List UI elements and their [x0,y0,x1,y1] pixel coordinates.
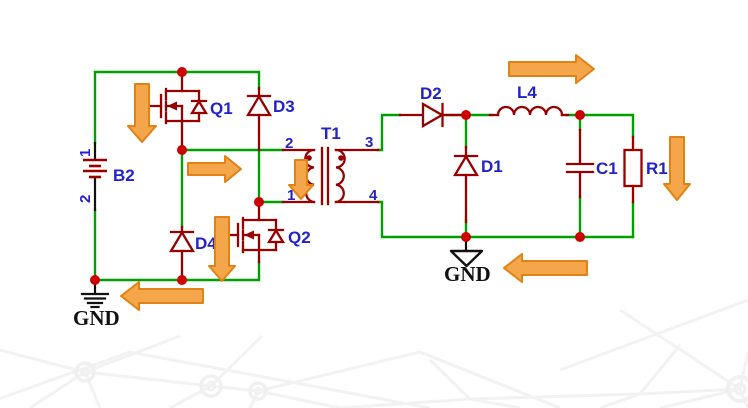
capacitor-c1-label: C1 [596,159,618,178]
diode-d3: D3 [245,86,295,152]
battery-b2: 1 2 B2 [77,141,135,212]
transformer-pin-4: 4 [369,187,378,204]
capacitor-c1: C1 [565,128,618,199]
ground-left: GND [73,278,120,330]
resistor-r1: R1 [623,135,668,204]
transformer-pin-1: 1 [287,187,295,204]
mosfet-q2-label: Q2 [288,228,311,247]
flow-arrow-down-load [663,136,691,201]
diode-d4-label: D4 [195,234,217,253]
transformer-pin-3: 3 [365,134,373,151]
flow-arrow-right-above-l4 [508,54,595,84]
flow-arrow-down-q2 [208,216,236,282]
battery-pin-2-label: 2 [77,195,94,203]
ground-right: GND [444,235,491,286]
junction-dots [90,67,585,285]
diode-d2: D2 [398,84,464,128]
battery-label: B2 [113,166,135,185]
ground-right-label: GND [444,262,491,286]
transformer-t1: T1 2 3 1 4 [281,124,380,206]
flow-arrow-left-secondary-return [503,253,588,283]
inductor-l4: L4 [488,83,570,117]
diode-d3-label: D3 [273,97,295,116]
flow-arrow-down-primary-winding [288,159,314,200]
diode-d1-label: D1 [481,157,503,176]
flow-arrows [120,54,691,311]
resistor-r1-label: R1 [646,159,668,178]
mosfet-q2: Q2 [218,200,311,264]
battery-pin-1-label: 1 [77,149,94,157]
flow-arrow-left-primary-return [120,281,204,311]
secondary-phase-dot [338,155,344,161]
inductor-l4-label: L4 [517,83,537,102]
flow-arrow-right-primary [187,155,242,183]
mosfet-q1-label: Q1 [210,99,233,118]
diode-d4: D4 [168,225,217,282]
background-plexus-pattern [0,298,748,408]
diode-d2-label: D2 [420,84,442,103]
transformer-pin-2: 2 [285,135,293,152]
transformer-label: T1 [321,124,341,143]
flow-arrow-down-q1 [127,83,157,143]
mosfet-q1: Q1 [141,70,233,152]
ground-left-label: GND [73,306,120,330]
diode-d1: D1 [452,145,503,224]
